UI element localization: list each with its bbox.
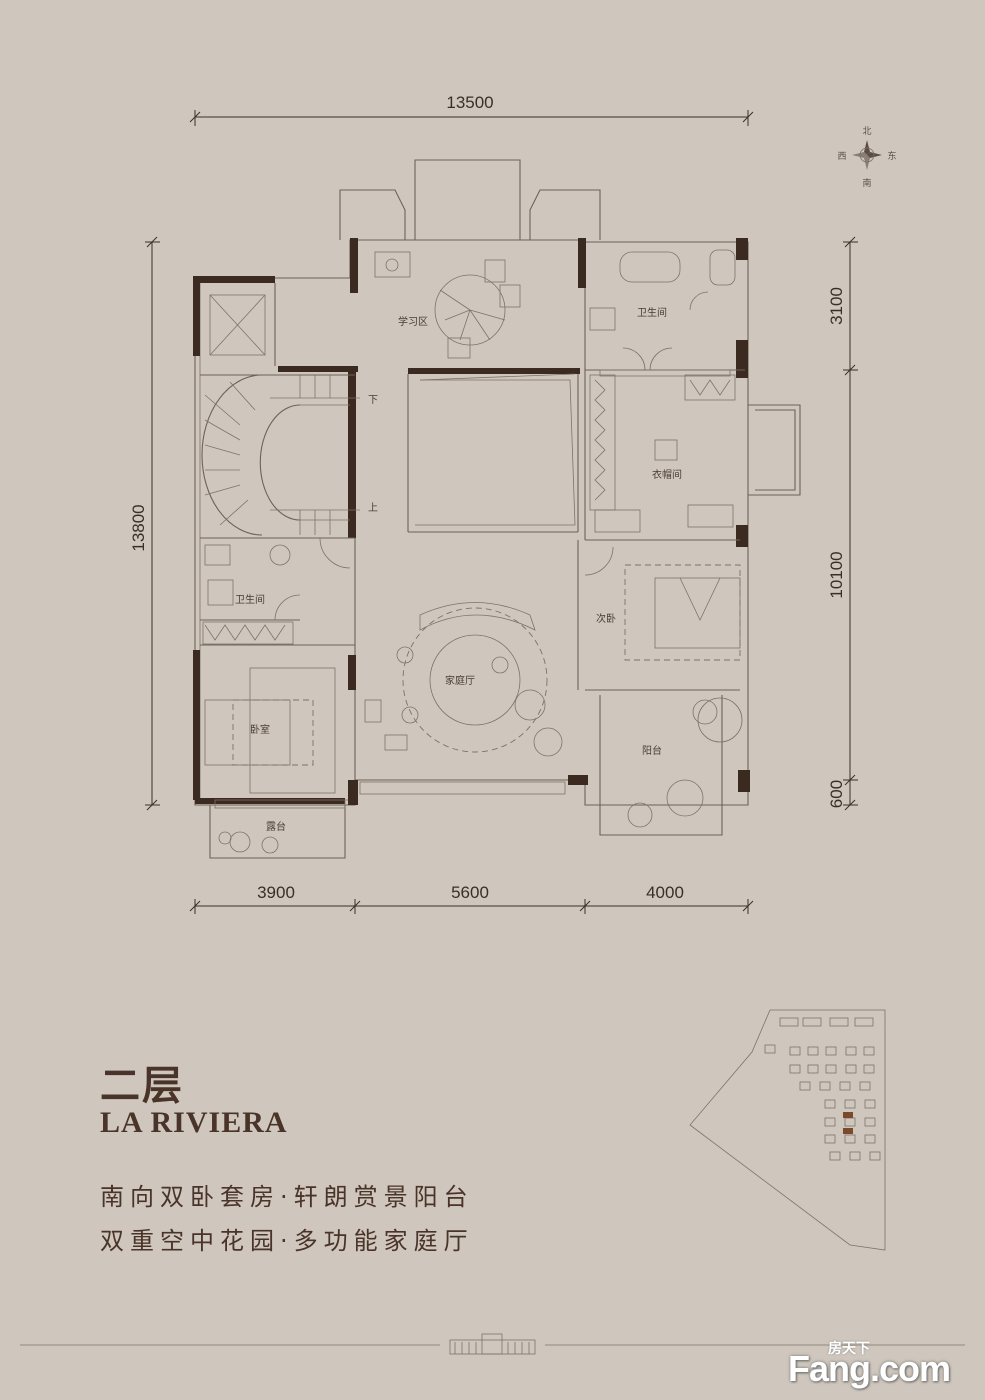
compass-south: 南	[862, 177, 871, 189]
label-family-hall: 家庭厅	[445, 674, 475, 687]
compass-west: 西	[837, 151, 846, 162]
dimension-top: 13500	[189, 93, 754, 126]
watermark-small-text: 房天下	[828, 1341, 870, 1357]
dimension-right: 3100 10100 600	[827, 236, 858, 811]
project-name: LA RIVIERA	[100, 1106, 288, 1139]
dim-top-label: 13500	[446, 93, 493, 112]
compass-east: 东	[887, 150, 896, 162]
label-balcony: 阳台	[642, 744, 662, 757]
label-second-bedroom: 次卧	[596, 612, 616, 625]
dim-right-2: 10100	[827, 551, 846, 598]
watermark-logo-text: Fang.com	[788, 1348, 951, 1389]
label-bath-ne: 卫生间	[637, 306, 667, 319]
site-key-plan	[689, 1009, 886, 1251]
label-terrace: 露台	[266, 820, 286, 833]
label-closet: 衣帽间	[652, 468, 682, 481]
compass: 北 南 西 东	[837, 126, 896, 189]
dim-right-3: 600	[827, 780, 846, 808]
dimension-bottom: 3900 5600 4000	[189, 883, 754, 914]
dim-bottom-3: 4000	[646, 883, 684, 902]
dim-bottom-2: 5600	[451, 883, 489, 902]
tagline-line-1: 南向双卧套房·轩朗赏景阳台	[100, 1183, 474, 1211]
plan-walls	[193, 159, 801, 859]
tagline-line-2: 双重空中花园·多功能家庭厅	[100, 1227, 474, 1255]
room-labels: 学习区 卫生间 衣帽间 卫生间 次卧 家庭厅 卧室 阳台 露台 下 上	[235, 306, 682, 833]
label-stair-down: 下	[368, 395, 378, 406]
dimension-left: 13800	[129, 236, 160, 811]
label-stair-up: 上	[368, 502, 378, 514]
dim-right-1: 3100	[827, 287, 846, 325]
fang-watermark: 房天下 Fang.com	[788, 1338, 973, 1390]
label-study: 学习区	[398, 315, 428, 328]
label-bath-w: 卫生间	[235, 593, 265, 606]
compass-north: 北	[862, 126, 871, 137]
dim-left-label: 13800	[129, 504, 148, 551]
floor-title: 二层	[100, 1062, 184, 1109]
dim-bottom-1: 3900	[257, 883, 295, 902]
footer-ornament	[20, 1333, 965, 1355]
label-bedroom: 卧室	[250, 723, 270, 736]
